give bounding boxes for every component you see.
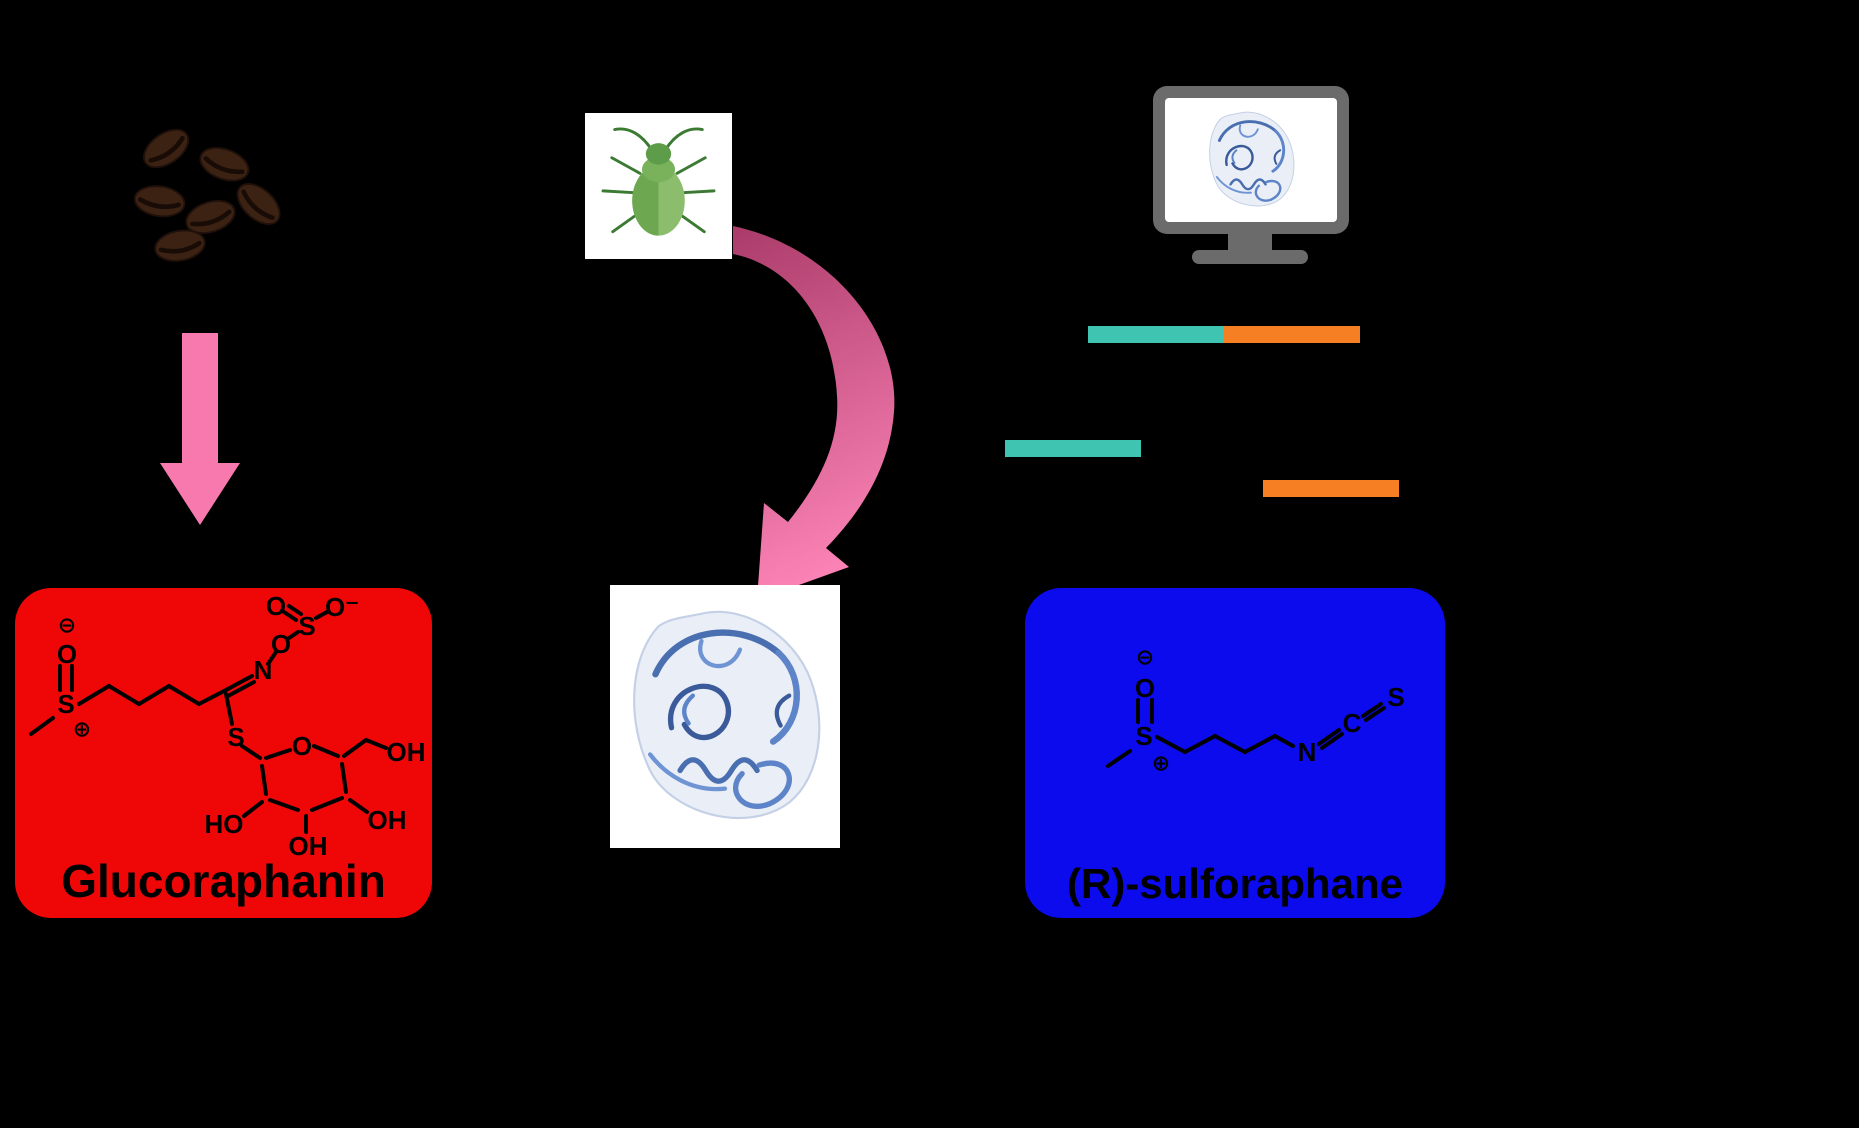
atom-s-sulfate: S: [298, 611, 315, 641]
glucoraphanin-structure: ⊖ O S ⊕ N O S O O⁻ S O OH OH OH HO: [29, 594, 426, 856]
aphid-icon: [601, 127, 716, 236]
seed-icon: [230, 176, 287, 231]
atom-o-ester: O: [271, 629, 291, 659]
atom-c-itc: C: [1343, 708, 1362, 738]
down-arrow-icon: [160, 333, 240, 525]
charge-plus: ⊕: [1152, 752, 1170, 777]
atom-o-sulfate-minus: O⁻: [325, 594, 359, 622]
atom-s-sulfinyl: S: [57, 689, 74, 719]
protein-ribbon-icon: [618, 594, 832, 840]
monitor-stand-neck: [1228, 234, 1272, 250]
computer-monitor-icon: [1153, 86, 1349, 234]
charge-minus: ⊖: [1136, 646, 1154, 671]
atom-o-sulfinyl: O: [1135, 673, 1155, 703]
atom-n-itc: N: [1298, 737, 1317, 767]
glucoraphanin-label: Glucoraphanin: [61, 855, 386, 907]
atom-oh-c4: OH: [368, 805, 407, 835]
protein-panel: [610, 585, 840, 848]
atom-o-sulfinyl: O: [57, 639, 77, 669]
atom-s-sulfinyl: S: [1135, 721, 1152, 751]
seed-icon: [133, 183, 187, 219]
sequence-bar-teal-segment: [1088, 326, 1224, 343]
sulforaphane-structure: ⊖ O S ⊕ N C S: [1106, 646, 1405, 777]
insect-panel: [585, 113, 732, 259]
glucoraphanin-bonds: [29, 604, 388, 834]
aphid-thorax: [641, 156, 676, 183]
atom-n-imine: N: [254, 655, 273, 685]
sulforaphane-label: (R)-sulforaphane: [1067, 860, 1403, 907]
atom-s-thio: S: [227, 722, 244, 752]
protein-ribbon-icon: [1201, 104, 1301, 216]
glucoraphanin-panel: ⊖ O S ⊕ N O S O O⁻ S O OH OH OH HO Gluco…: [15, 588, 432, 918]
charge-plus: ⊕: [73, 718, 91, 743]
monitor-stand-base: [1192, 250, 1308, 264]
atom-oh-c3: OH: [289, 831, 328, 856]
seed-icon: [196, 142, 253, 187]
aphid-head: [645, 143, 672, 165]
aphid-body-shade: [632, 165, 659, 236]
atom-o-ring: O: [292, 731, 312, 761]
monitor-screen: [1165, 98, 1337, 222]
seed-icon: [137, 122, 195, 175]
sulforaphane-bonds: [1106, 698, 1386, 768]
atom-ho-c2: HO: [205, 809, 244, 839]
seed-cluster-icon: [118, 112, 303, 272]
charge-minus: ⊖: [58, 614, 76, 639]
curved-arrow-icon: [733, 226, 895, 600]
sequence-bar-orange: [1263, 480, 1399, 497]
sulforaphane-panel: ⊖ O S ⊕ N C S (R)-sulforaphane: [1025, 588, 1445, 918]
atom-oh-ch2oh: OH: [387, 737, 426, 767]
sequence-bar-teal: [1005, 440, 1141, 457]
sequence-bar-orange-segment: [1224, 326, 1360, 343]
atom-o-sulfate: O: [266, 594, 286, 621]
atom-s-itc: S: [1387, 682, 1404, 712]
